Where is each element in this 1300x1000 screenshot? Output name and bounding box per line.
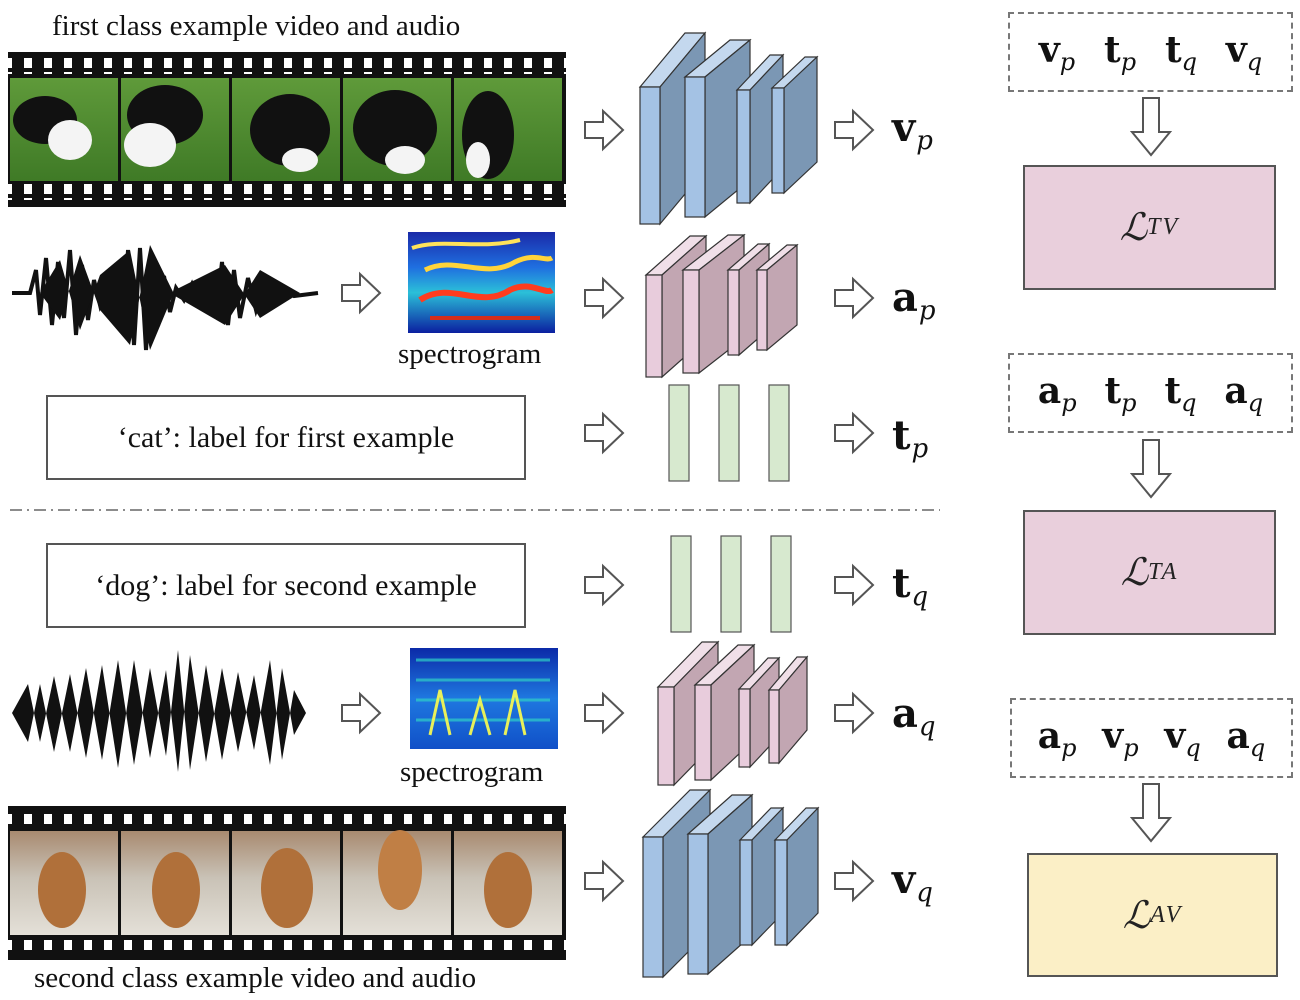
tuple-ta-item: aq <box>1224 369 1264 417</box>
dog-frame <box>343 830 451 935</box>
arrow-down-icon <box>1129 439 1173 499</box>
arrow-right-icon <box>341 271 382 315</box>
label-box-first: ‘cat’: label for first example <box>46 395 526 480</box>
tuple-ta-item: tp <box>1104 369 1137 417</box>
arrow-right-icon <box>584 108 625 152</box>
tuple-tv-item: vp <box>1038 28 1076 76</box>
output-vq: vq <box>892 856 933 908</box>
dog-frame <box>121 831 229 935</box>
waveform-icon <box>12 245 319 351</box>
video-encoder-top <box>638 31 819 226</box>
arrow-right-icon <box>341 691 382 735</box>
arrow-right-icon <box>584 276 625 320</box>
film-strip-icon <box>8 52 566 207</box>
tuple-tv-item: tp <box>1104 28 1137 76</box>
tuple-ta: ap tp tq aq <box>1008 353 1293 433</box>
tuple-ta-item: tq <box>1164 369 1197 417</box>
cat-frame <box>10 78 118 181</box>
cat-frame <box>343 78 451 181</box>
dog-frame <box>10 831 118 935</box>
tuple-av-item: vp <box>1102 714 1139 762</box>
arrow-right-icon <box>584 691 625 735</box>
dog-frame <box>454 831 562 935</box>
cat-frame <box>232 78 340 181</box>
arrow-right-icon <box>834 691 875 735</box>
output-vp: vp <box>892 104 933 156</box>
tuple-tv: vp tp tq vq <box>1008 12 1293 92</box>
spectrogram-image <box>408 232 555 333</box>
arrow-right-icon <box>584 563 625 607</box>
tuple-av-item: ap <box>1037 714 1077 762</box>
arrow-right-icon <box>584 411 625 455</box>
waveform-icon <box>12 650 306 772</box>
output-ap: ap <box>892 274 936 326</box>
cat-frame <box>121 78 229 181</box>
top-video-caption: first class example video and audio <box>52 10 461 42</box>
label-box-second: ‘dog’: label for second example <box>46 543 526 628</box>
tuple-av-item: aq <box>1226 714 1266 762</box>
arrow-right-icon <box>834 563 875 607</box>
spectrogram-caption-second: spectrogram <box>400 756 544 788</box>
arrow-down-icon <box>1129 97 1173 157</box>
label-text-second: ‘dog’: label for second example <box>95 568 477 602</box>
tuple-av-item: vq <box>1164 714 1201 762</box>
arrow-right-icon <box>834 276 875 320</box>
label-text-first: ‘cat’: label for first example <box>117 420 455 454</box>
output-aq: aq <box>892 690 936 742</box>
arrow-right-icon <box>584 859 625 903</box>
bottom-video-caption: second class example video and audio <box>34 962 477 994</box>
spectrogram-caption-first: spectrogram <box>398 338 542 370</box>
arrow-down-icon <box>1129 783 1173 843</box>
tuple-av: ap vp vq aq <box>1010 698 1293 778</box>
audio-encoder-bottom <box>656 640 809 787</box>
tuple-ta-item: ap <box>1037 369 1077 417</box>
cat-frame <box>454 78 562 181</box>
output-tp: tp <box>892 412 929 464</box>
audio-encoder-top <box>644 233 799 379</box>
arrow-right-icon <box>834 108 875 152</box>
dog-frame <box>232 831 340 935</box>
film-strip-icon <box>8 806 566 960</box>
output-tq: tq <box>892 560 929 612</box>
arrow-right-icon <box>834 411 875 455</box>
spectrogram-image <box>410 648 558 749</box>
arrow-right-icon <box>834 859 875 903</box>
text-encoder-top <box>668 384 790 482</box>
text-encoder-bottom <box>670 535 792 633</box>
tuple-tv-item: vq <box>1225 28 1263 76</box>
video-encoder-bottom <box>641 788 820 979</box>
tuple-tv-item: tq <box>1164 28 1197 76</box>
